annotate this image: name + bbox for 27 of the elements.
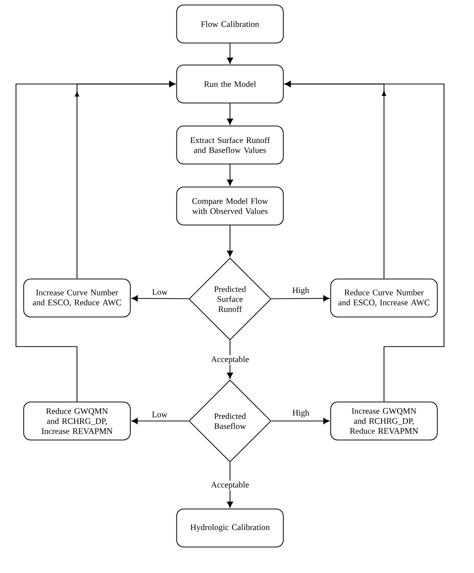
edge-label: Low <box>152 289 168 295</box>
arrow <box>132 418 189 424</box>
arrow <box>226 164 234 186</box>
arrow <box>271 418 330 424</box>
arrow <box>226 340 234 379</box>
process-box: Reduce Curve Number and ESCO, Increase AWC <box>330 278 438 318</box>
arrow <box>226 103 234 125</box>
arrow <box>226 225 234 257</box>
arrow <box>270 295 330 302</box>
edge-label: High <box>292 410 310 418</box>
process-box: Increase Curve Number and ESCO, Reduce AWC <box>23 278 131 318</box>
edge-label: Low <box>152 412 168 418</box>
edge-label: High <box>292 287 310 295</box>
process-box: Increase GWQMN and RCHRG_DP, Reduce REVAPMN <box>330 402 438 440</box>
start-box: Flow Calibration <box>176 4 284 44</box>
arrow <box>284 80 444 402</box>
arrow <box>132 295 190 302</box>
process-box: Extract Surface Runoff and Baseflow Values <box>176 126 284 164</box>
process-box: Reduce GWQMN and RCHRG_DP, Increase REVAPMN <box>23 402 131 440</box>
edge-label: Acceptable <box>210 355 250 365</box>
arrow <box>226 462 234 508</box>
edge-label: Acceptable <box>210 480 250 490</box>
process-box: Run the Model <box>176 64 284 104</box>
arrow <box>16 80 176 402</box>
end-box: Hydrologic Calibration <box>176 508 284 548</box>
arrow <box>226 43 234 64</box>
process-box: Compare Model Flow with Observed Values <box>176 186 284 226</box>
